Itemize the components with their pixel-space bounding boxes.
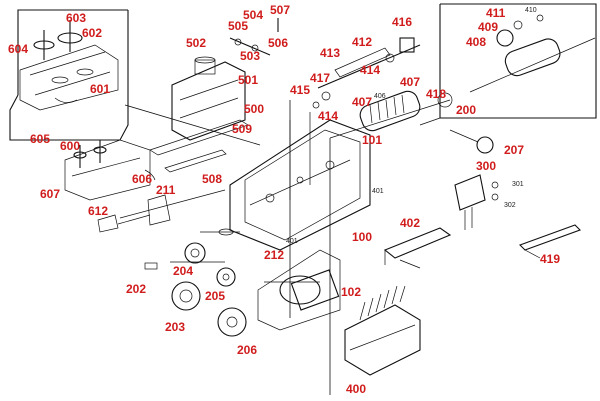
label-504: 504 — [243, 8, 263, 22]
label-602: 602 — [82, 26, 102, 40]
mechanism-600-inset — [19, 20, 119, 111]
small-parts-503-507 — [229, 18, 279, 56]
label-400: 400 — [346, 382, 366, 396]
label-600: 600 — [60, 139, 80, 153]
label-407-left: 407 — [352, 95, 372, 109]
label-415: 415 — [290, 83, 310, 97]
inset-box-600-series — [9, 9, 129, 141]
label-506: 506 — [268, 36, 288, 50]
label-203: 203 — [165, 320, 185, 334]
label-401-lower: 401 — [286, 238, 298, 245]
label-612: 612 — [88, 204, 108, 218]
platen-roller-200 — [329, 90, 453, 139]
lever-211-612 — [97, 194, 171, 233]
label-413: 413 — [320, 46, 340, 60]
label-212: 212 — [264, 248, 284, 262]
label-502: 502 — [186, 36, 206, 50]
label-418: 418 — [426, 87, 446, 101]
motor-100 — [257, 249, 341, 331]
label-200: 200 — [456, 103, 476, 117]
mechanism-600-lower — [64, 139, 156, 201]
housing-500 — [171, 56, 246, 141]
label-302: 302 — [504, 202, 516, 209]
label-300: 300 — [476, 159, 496, 173]
label-606: 606 — [132, 172, 152, 186]
label-500: 500 — [244, 102, 264, 116]
label-206: 206 — [237, 343, 257, 357]
label-211: 211 — [156, 183, 176, 197]
label-414-lower: 414 — [318, 109, 338, 123]
label-416: 416 — [392, 15, 412, 29]
label-407-right: 407 — [400, 75, 420, 89]
label-204: 204 — [173, 264, 193, 278]
sensor-300 — [454, 174, 499, 230]
label-207: 207 — [504, 143, 524, 157]
ribbon-unit-400 — [344, 285, 421, 376]
inset-box-400-series — [419, 3, 597, 126]
label-205: 205 — [205, 289, 225, 303]
label-508: 508 — [202, 172, 222, 186]
label-202: 202 — [126, 282, 146, 296]
main-frame — [229, 100, 371, 395]
label-501: 501 — [238, 73, 258, 87]
label-505: 505 — [228, 19, 248, 33]
label-401-right: 401 — [372, 188, 384, 195]
label-409: 409 — [478, 20, 498, 34]
label-604: 604 — [8, 42, 28, 56]
label-402: 402 — [400, 216, 420, 230]
label-412: 412 — [352, 35, 372, 49]
leader-lines — [119, 104, 421, 283]
label-410: 410 — [525, 7, 537, 14]
gear-207 — [449, 129, 494, 154]
label-503: 503 — [240, 49, 260, 63]
label-408: 408 — [466, 35, 486, 49]
label-605: 605 — [30, 132, 50, 146]
minor-part-labels: 410 406 401 401 301 302 — [286, 7, 537, 245]
label-507: 507 — [270, 3, 290, 17]
label-417: 417 — [310, 71, 330, 85]
part-402 — [383, 227, 452, 265]
label-100: 100 — [352, 230, 372, 244]
roller-assembly-412 — [312, 37, 421, 109]
label-411: 411 — [486, 6, 506, 20]
label-301: 301 — [512, 181, 524, 188]
part-labels: 603 602 604 601 605 600 606 607 612 211 … — [8, 3, 560, 396]
label-406: 406 — [374, 93, 386, 100]
bracket-419 — [519, 224, 581, 259]
label-509: 509 — [232, 122, 252, 136]
label-414-upper: 414 — [360, 63, 380, 77]
label-601: 601 — [90, 82, 110, 96]
gear-train — [144, 228, 247, 337]
label-603: 603 — [66, 11, 86, 25]
roller-inset-408 — [469, 14, 596, 93]
label-101: 101 — [362, 133, 382, 147]
label-102: 102 — [341, 285, 361, 299]
label-607: 607 — [40, 187, 60, 201]
label-419: 419 — [540, 252, 560, 266]
